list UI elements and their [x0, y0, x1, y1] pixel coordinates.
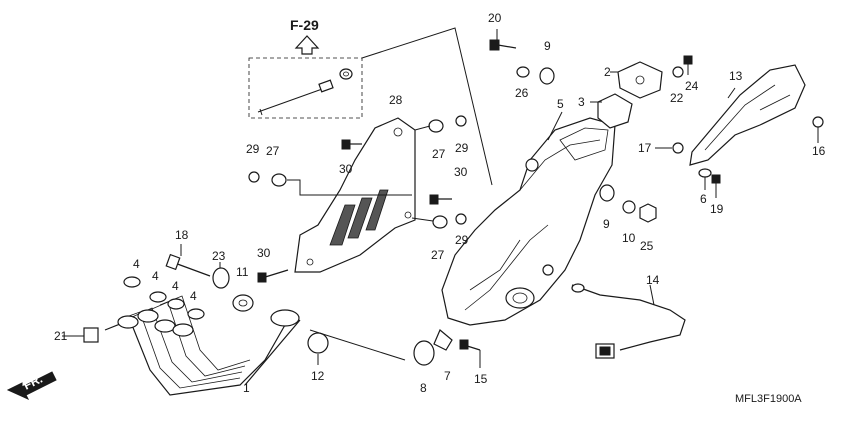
callout-27a: 27 [432, 147, 446, 161]
leader-reference [361, 27, 493, 186]
callout-17: 17 [638, 141, 652, 155]
callout-1: 1 [243, 381, 250, 395]
callout-13: 13 [729, 69, 743, 83]
reference-nut [339, 68, 353, 80]
callout-25: 25 [640, 239, 654, 253]
washer-12 [307, 332, 329, 354]
rubber-9a [539, 67, 555, 85]
reference-label: F-29 [290, 17, 319, 33]
bolt-17 [672, 142, 684, 154]
bracket-2 [617, 61, 663, 99]
bolt-18 [171, 261, 211, 277]
callout-27b: 27 [266, 144, 280, 158]
callout-6: 6 [700, 192, 707, 206]
gasket-4a [123, 276, 141, 288]
bolt-20 [497, 44, 517, 49]
nut-21 [83, 327, 99, 343]
reference-bolt [257, 87, 326, 113]
cover-13 [689, 64, 806, 166]
rubber-6 [698, 168, 712, 178]
callout-9a: 9 [544, 39, 551, 53]
callout-24: 24 [685, 79, 699, 93]
callout-10: 10 [622, 231, 636, 245]
callout-4b: 4 [152, 269, 159, 283]
callout-27c: 27 [431, 248, 445, 262]
callout-5: 5 [557, 97, 564, 111]
callout-16: 16 [812, 144, 826, 158]
washer-29c [455, 213, 467, 225]
sensor-14 [571, 283, 686, 359]
diagram-code: MFL3F1900A [735, 393, 802, 405]
washer-23 [212, 267, 230, 289]
collar-8 [413, 340, 435, 366]
callout-4a: 4 [133, 257, 140, 271]
callout-30b: 30 [339, 162, 353, 176]
callout-21: 21 [54, 329, 68, 343]
front-direction-label: FR. [21, 372, 45, 393]
collar-27c [432, 215, 448, 229]
reference-arrow-icon [294, 35, 320, 55]
callout-29a: 29 [455, 141, 469, 155]
callout-15: 15 [474, 372, 488, 386]
callout-30c: 30 [454, 165, 468, 179]
callout-4c: 4 [172, 279, 179, 293]
muffler-5 [441, 117, 616, 326]
callout-7: 7 [444, 369, 451, 383]
collar-10 [622, 200, 636, 214]
callout-11: 11 [236, 265, 249, 279]
callout-23: 23 [212, 249, 226, 263]
callout-8: 8 [420, 381, 427, 395]
callout-26: 26 [515, 86, 529, 100]
callout-29c: 29 [455, 233, 469, 247]
callout-28: 28 [389, 93, 403, 107]
gasket-3 [597, 93, 633, 129]
callout-18: 18 [175, 228, 189, 242]
nut-25 [639, 203, 657, 223]
callout-12: 12 [311, 369, 325, 383]
callout-22: 22 [670, 91, 684, 105]
washer-22 [672, 66, 684, 78]
callout-30a: 30 [257, 246, 271, 260]
gasket-4d [187, 308, 205, 320]
callout-4d: 4 [190, 289, 197, 303]
rubber-9b [599, 184, 615, 202]
bolt-16 [812, 116, 824, 128]
callout-9b: 9 [603, 217, 610, 231]
callout-29b: 29 [246, 142, 260, 156]
callout-2: 2 [604, 65, 611, 79]
collar-26 [516, 66, 530, 78]
collar-27a [428, 119, 444, 133]
reference-dashed-box [248, 57, 363, 119]
gasket-4c [167, 298, 185, 310]
callout-19: 19 [710, 202, 724, 216]
callout-14: 14 [646, 273, 660, 287]
washer-29b [248, 171, 260, 183]
gasket-4b [149, 291, 167, 303]
callout-3: 3 [578, 95, 585, 109]
bolt-24 [683, 55, 693, 65]
rubber-11 [232, 294, 254, 312]
bolt-19 [711, 174, 721, 184]
callout-20: 20 [488, 11, 502, 25]
clamp-7 [433, 329, 453, 351]
collar-27b [271, 173, 287, 187]
front-direction-arrow-icon: FR. [6, 371, 57, 401]
washer-29a [455, 115, 467, 127]
